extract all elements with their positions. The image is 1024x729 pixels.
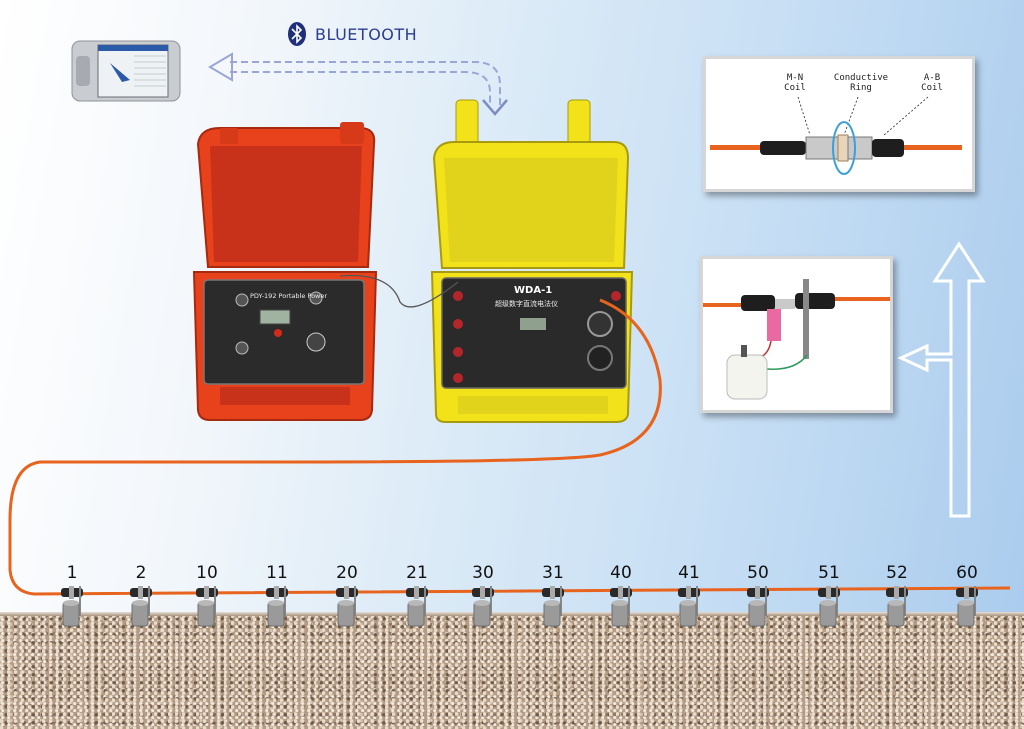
electrode-marker [266,586,288,627]
electrode-marker [61,586,83,627]
electrode-marker [196,586,218,627]
electrode-label: 41 [678,563,700,583]
electrode-marker [956,586,978,627]
power-link-cable [340,274,459,308]
coil-detail-inset: M-N Coil Conductive Ring A-B Coil [703,56,975,192]
conductive-ring-label: Conductive Ring [833,73,889,93]
instrument-model: WDA-1 [514,285,553,296]
upward-flow-arrow [897,241,986,518]
electrode-label: 20 [336,563,358,583]
gravel-ground [0,614,1024,729]
electrode-label: 2 [135,563,147,583]
electrode-label: 52 [886,563,908,583]
electrode-marker [818,586,840,627]
electrode-marker [678,586,700,627]
power-unit-case [192,122,378,421]
electrode-marker [336,586,358,627]
electrode-illustration [703,279,890,400]
electrode-label: 21 [406,563,428,583]
mn-coil-label: M-N Coil [784,73,806,93]
instrument-subtitle: 超级数字直流电法仪 [495,300,558,308]
electrode-label: 51 [818,563,840,583]
electrode-label: 10 [196,563,218,583]
electrode-label: 31 [542,563,564,583]
coil-connector-illustration [710,96,962,175]
ab-coil-label: A-B Coil [921,73,943,93]
electrode-label: 11 [266,563,288,583]
ground-surface [0,612,1024,616]
pda-device [71,40,181,102]
bluetooth-link-arrow [208,52,508,116]
electrode-marker [472,586,494,627]
bluetooth-label: BLUETOOTH [315,25,418,44]
electrode-label: 50 [747,563,769,583]
electrode-label: 40 [610,563,632,583]
electrode-label: 60 [956,563,978,583]
electrode-detail-inset [700,256,893,413]
electrode-marker [886,586,908,627]
electrode-marker [542,586,564,627]
electrode-label: 1 [66,563,78,583]
electrode-marker [610,586,632,627]
instrument-case [430,99,634,423]
bluetooth-icon [288,22,306,46]
electrode-label: 30 [472,563,494,583]
electrode-marker [747,586,769,627]
electrode-marker [130,586,152,627]
electrode-marker [406,586,428,627]
power-unit-title: PDY-192 Portable Power [249,292,328,300]
